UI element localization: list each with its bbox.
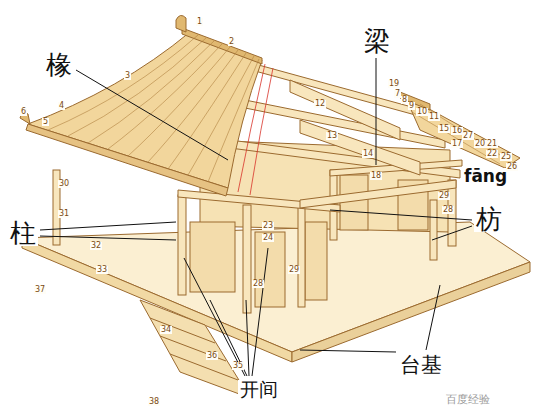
part-name: 枋 [474, 206, 504, 232]
callout-number: 38 [148, 398, 160, 406]
callout-number: 15 [438, 125, 450, 133]
callout-number: 32 [90, 242, 102, 250]
callout-number: 27 [462, 132, 474, 140]
callout-number: 24 [262, 234, 274, 242]
part-name: 柱 [8, 220, 38, 246]
part-name: 开间 [238, 380, 280, 399]
callout-number: 5 [42, 118, 49, 126]
watermark: 百度经验 [444, 394, 492, 405]
callout-number: 3 [124, 72, 131, 80]
callout-number: 17 [451, 140, 463, 148]
part-name: fāng [462, 168, 509, 185]
callout-number: 23 [262, 222, 274, 230]
callout-number: 29 [438, 192, 450, 200]
callout-number: 12 [314, 100, 326, 108]
callout-number: 11 [428, 113, 440, 121]
callout-number: 4 [58, 102, 65, 110]
callout-number: 18 [370, 172, 382, 180]
callout-number: 30 [58, 180, 70, 188]
part-name: 椽 [44, 52, 74, 78]
part-name: 台基 [398, 355, 444, 376]
callout-number: 13 [326, 132, 338, 140]
callout-number: 21 [486, 140, 498, 148]
callout-number: 29 [288, 266, 300, 274]
callout-number: 22 [486, 150, 498, 158]
callout-number: 9 [408, 102, 415, 110]
callout-number: 20 [474, 140, 486, 148]
callout-number: 33 [96, 266, 108, 274]
callout-number: 25 [500, 153, 512, 161]
callout-number: 26 [506, 163, 518, 171]
callout-number: 1 [196, 18, 203, 26]
callout-number: 31 [58, 210, 70, 218]
callout-number: 35 [232, 362, 244, 370]
callout-number: 37 [34, 286, 46, 294]
callout-number: 10 [416, 108, 428, 116]
callout-number: 14 [362, 150, 374, 158]
callout-number: 28 [442, 206, 454, 214]
callout-number: 6 [20, 108, 27, 116]
callout-number: 36 [206, 352, 218, 360]
callout-number: 28 [252, 280, 264, 288]
callout-number: 19 [388, 80, 400, 88]
callout-number: 34 [160, 326, 172, 334]
callout-number: 2 [228, 38, 235, 46]
part-name: 梁 [362, 28, 392, 54]
